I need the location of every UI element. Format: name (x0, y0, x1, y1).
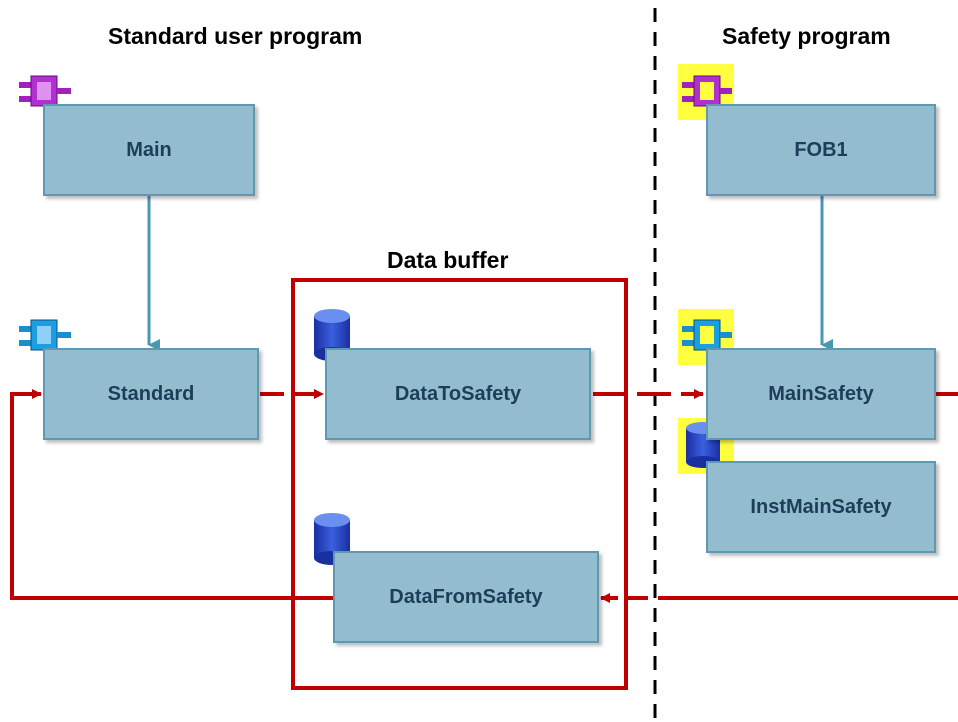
data-buffer-title: Data buffer (387, 247, 509, 273)
block-fob1-label: FOB1 (794, 138, 848, 161)
data-buffer-frame (291, 278, 628, 690)
block-data-from-safety-label: DataFromSafety (389, 585, 543, 608)
block-data-to-safety[interactable]: DataToSafety (325, 348, 591, 440)
block-data-to-safety-label: DataToSafety (394, 382, 522, 405)
flow-buffer-to-standard (10, 389, 333, 600)
block-main-safety-label: MainSafety (768, 382, 874, 405)
block-main-safety[interactable]: MainSafety (706, 348, 936, 440)
safety-program-title: Safety program (722, 23, 891, 49)
block-main[interactable]: Main (43, 104, 255, 196)
block-data-from-safety[interactable]: DataFromSafety (333, 551, 599, 643)
block-fob1[interactable]: FOB1 (706, 104, 936, 196)
block-standard-label: Standard (107, 382, 195, 405)
block-standard[interactable]: Standard (43, 348, 259, 440)
standard-program-title: Standard user program (108, 23, 363, 49)
block-inst-main-safety[interactable]: InstMainSafety (706, 461, 936, 553)
block-main-label: Main (126, 138, 172, 161)
block-inst-main-safety-label: InstMainSafety (750, 495, 892, 518)
